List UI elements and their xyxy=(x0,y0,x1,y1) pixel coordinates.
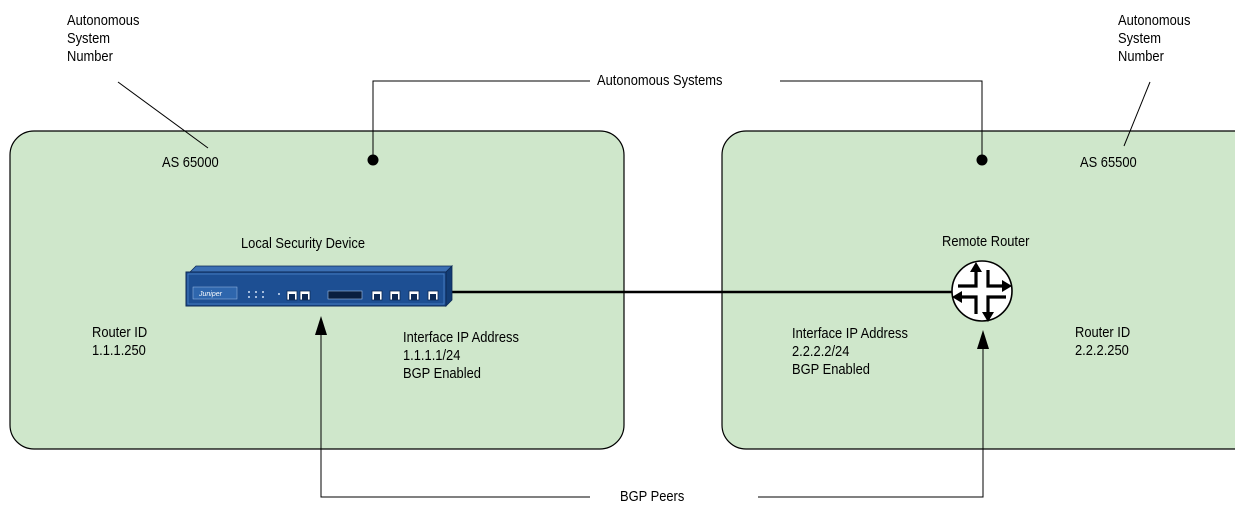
bgp-peers-arrow-left xyxy=(315,316,327,335)
autonomous-systems-bracket-left xyxy=(372,80,590,160)
bgp-peers-arrow-right xyxy=(977,330,989,349)
asn-label-left: Autonomous System Number xyxy=(67,12,140,65)
device-slot xyxy=(327,290,363,300)
security-appliance-icon: Juniper xyxy=(185,265,453,307)
right-interface-info: Interface IP Address 2.2.2.2/24 BGP Enab… xyxy=(792,325,908,378)
as-left-dot xyxy=(367,154,379,166)
asn-label-right: Autonomous System Number xyxy=(1118,12,1191,65)
as-number-right: AS 65500 xyxy=(1080,154,1137,171)
remote-router-label: Remote Router xyxy=(942,233,1030,250)
as-right-dot xyxy=(976,154,988,166)
right-router-id: Router ID 2.2.2.250 xyxy=(1075,324,1131,359)
router-icon xyxy=(951,260,1013,322)
asn-right-leader xyxy=(1123,81,1151,147)
left-interface-info: Interface IP Address 1.1.1.1/24 BGP Enab… xyxy=(403,329,519,382)
autonomous-systems-label: Autonomous Systems xyxy=(597,72,723,89)
bgp-peers-bracket-left xyxy=(320,332,590,498)
autonomous-systems-bracket-right xyxy=(780,80,983,160)
bgp-peers-bracket-right xyxy=(758,332,984,498)
bgp-peers-label: BGP Peers xyxy=(620,488,685,505)
asn-left-leader xyxy=(117,81,209,149)
left-router-id: Router ID 1.1.1.250 xyxy=(92,324,148,359)
device-brand-label: Juniper xyxy=(198,291,223,298)
local-device-label: Local Security Device xyxy=(241,235,366,252)
device-ports-left xyxy=(286,290,311,301)
as-number-left: AS 65000 xyxy=(162,154,219,171)
device-ports-right xyxy=(371,290,439,301)
